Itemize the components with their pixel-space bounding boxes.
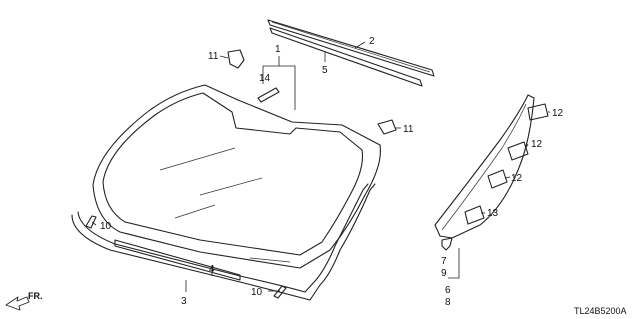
drawing-code: TL24B5200A bbox=[574, 306, 627, 316]
pillar-garnish bbox=[434, 94, 535, 239]
dam-piece-left bbox=[85, 215, 97, 229]
callout-12-middle: 12 bbox=[531, 139, 543, 150]
callout-10-right: 10 bbox=[251, 287, 263, 298]
callout-2: 2 bbox=[369, 36, 375, 47]
callout-14: 14 bbox=[259, 73, 271, 84]
direction-label: FR. bbox=[28, 291, 43, 301]
windshield-glass bbox=[92, 84, 381, 269]
callout-7: 7 bbox=[441, 256, 447, 267]
clip-right bbox=[377, 119, 397, 135]
callout-1: 1 bbox=[275, 44, 281, 55]
callout-13: 13 bbox=[487, 208, 499, 219]
callout-10-left: 10 bbox=[100, 221, 112, 232]
pillar-clip-bottom bbox=[464, 205, 485, 225]
sensor-bracket bbox=[257, 87, 280, 103]
callout-11-right: 11 bbox=[403, 124, 414, 135]
callout-6: 6 bbox=[445, 285, 451, 296]
callout-8: 8 bbox=[445, 297, 451, 308]
callout-11-left: 11 bbox=[208, 51, 219, 62]
upper-molding-strip bbox=[267, 19, 435, 87]
pillar-clip-top bbox=[527, 103, 549, 121]
callout-12-lower: 12 bbox=[511, 173, 523, 184]
pillar-clip-lower bbox=[487, 169, 508, 189]
leader-lines bbox=[91, 41, 550, 292]
callout-4: 4 bbox=[209, 264, 215, 275]
clip-left bbox=[227, 49, 245, 69]
callout-5: 5 bbox=[322, 65, 328, 76]
callout-9: 9 bbox=[441, 268, 447, 279]
callout-3: 3 bbox=[181, 296, 187, 307]
callout-12-top: 12 bbox=[552, 108, 564, 119]
pillar-clip-middle bbox=[507, 141, 529, 161]
pillar-fastener bbox=[441, 237, 453, 251]
lower-seal-molding bbox=[71, 183, 376, 301]
dam-piece-right bbox=[273, 285, 287, 299]
front-arrow-icon bbox=[5, 296, 30, 311]
